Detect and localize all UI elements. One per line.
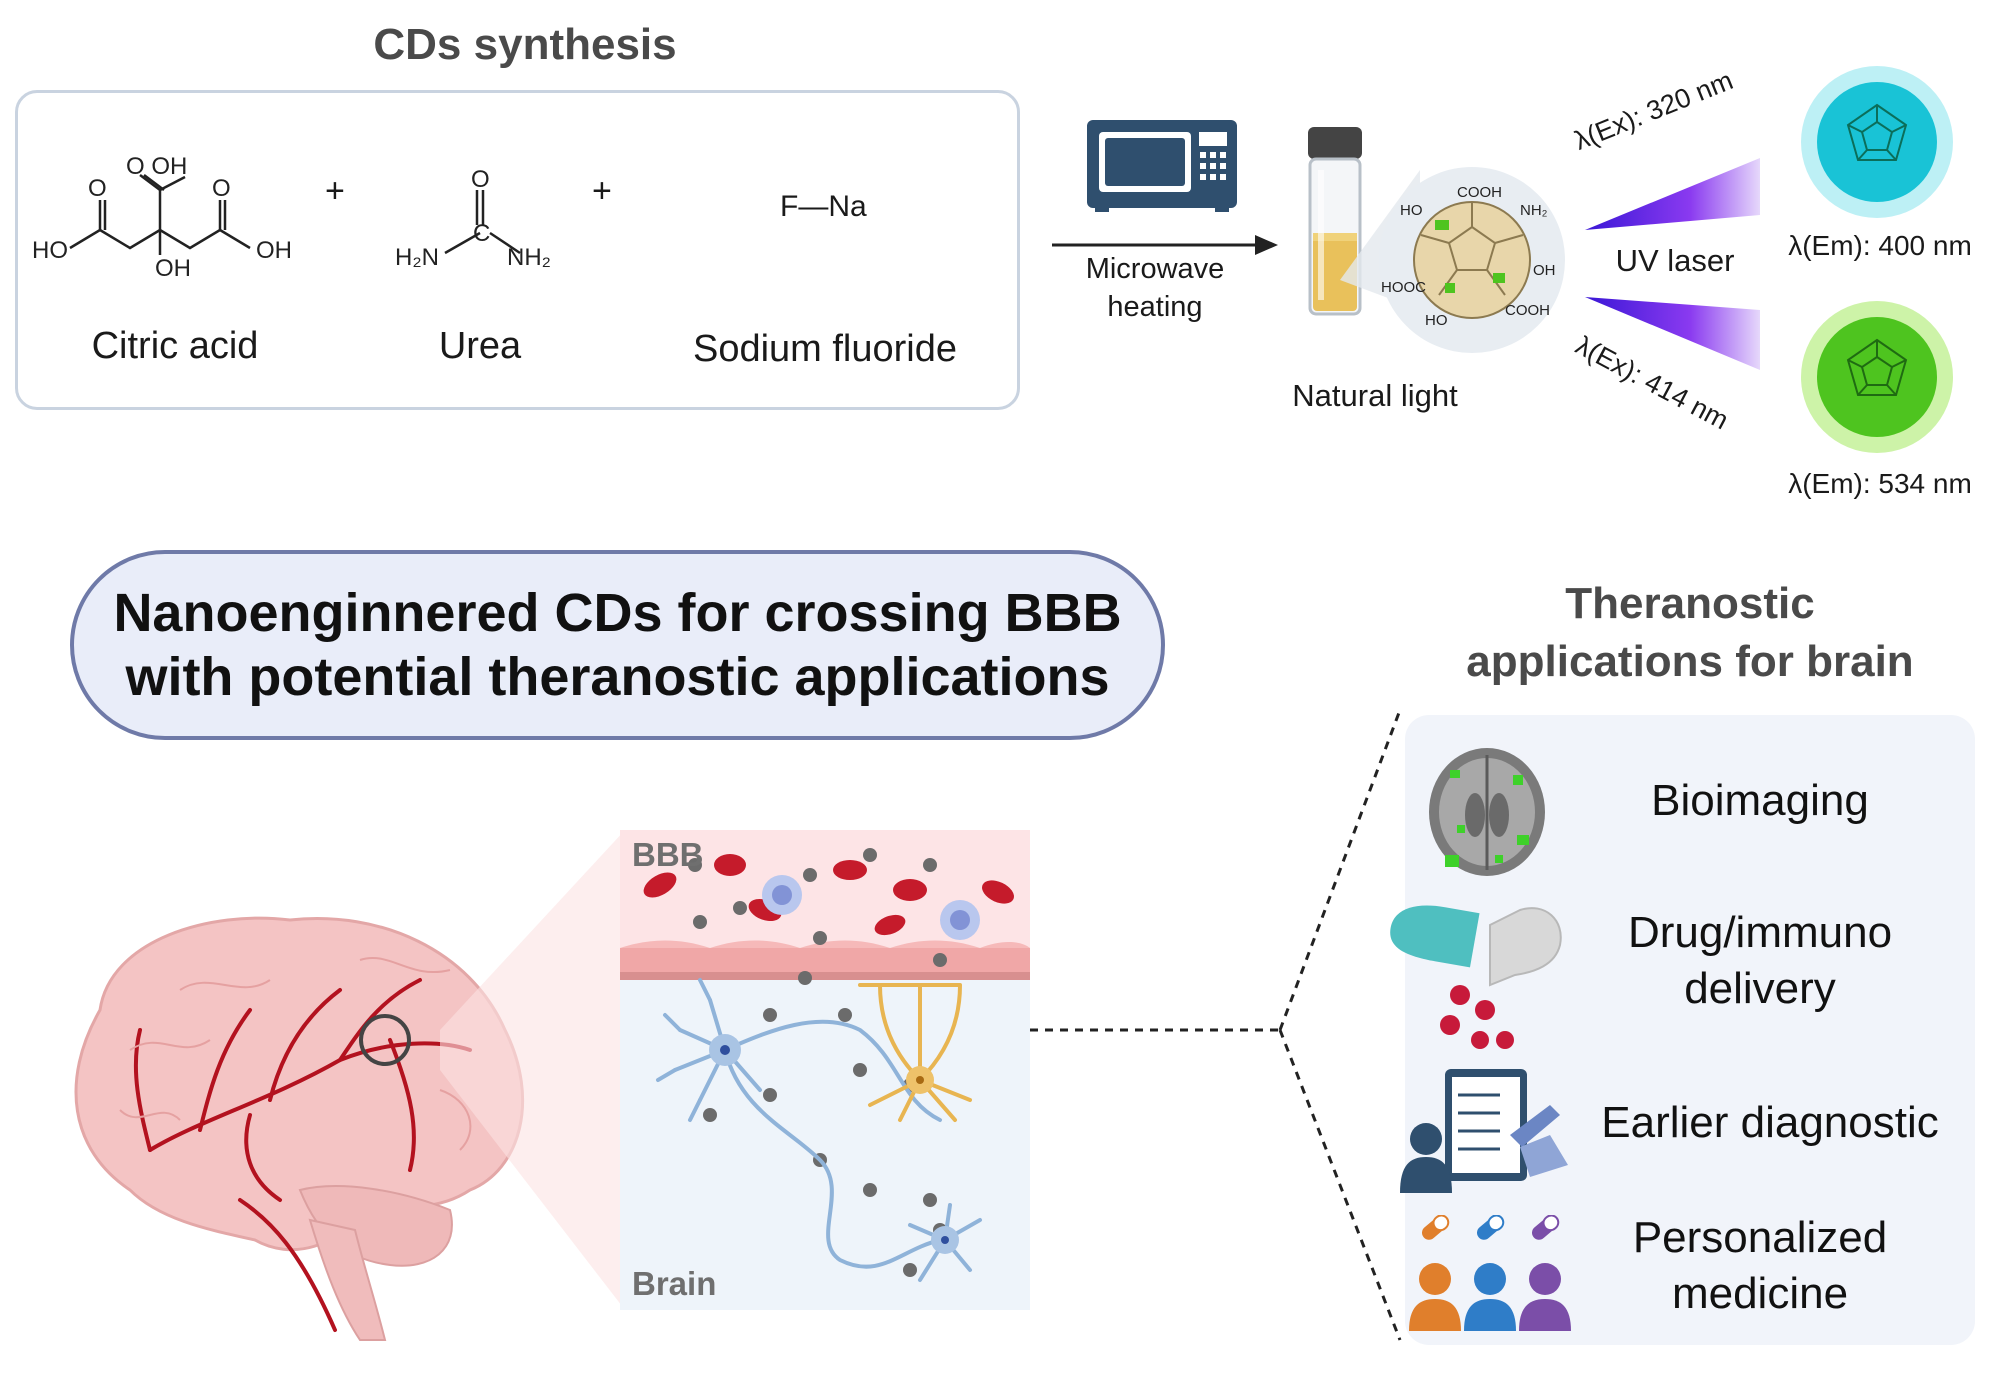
app-personalized-line1: Personalized bbox=[1632, 1213, 1888, 1262]
compound-citric-acid: Citric acid bbox=[91, 325, 259, 367]
people-pills-icon bbox=[1409, 1215, 1571, 1331]
theranostic-title-line2: applications for brain bbox=[1466, 637, 1914, 686]
citric-acid-structure: O OH O O HO OH OH bbox=[32, 153, 292, 282]
microwave-label-line1: Microwave bbox=[1085, 253, 1225, 285]
cd-group-7: HO bbox=[1425, 312, 1448, 329]
app-drug-delivery-line2: delivery bbox=[1684, 964, 1836, 1013]
urea-label-c: C bbox=[473, 220, 490, 247]
brain-label: Brain bbox=[632, 1265, 716, 1302]
app-drug-delivery: Drug/immuno delivery bbox=[1570, 905, 1950, 1017]
cd-group-1: COOH bbox=[1457, 184, 1502, 201]
zoom-cone bbox=[440, 830, 625, 1310]
app-earlier-diagnostic: Earlier diagnostic bbox=[1601, 1098, 1939, 1147]
plus-sign-1: + bbox=[325, 172, 345, 210]
theranostic-title: Theranostic applications for brain bbox=[1430, 575, 1950, 691]
urea-label-nh2: NH₂ bbox=[507, 244, 551, 271]
natural-light-label: Natural light bbox=[1292, 378, 1458, 413]
bbb-panel: BBB Brain bbox=[620, 830, 1030, 1310]
app-personalized-line2: medicine bbox=[1671, 1269, 1849, 1318]
urea-label-o: O bbox=[471, 166, 490, 193]
uv-laser-label: UV laser bbox=[1615, 243, 1735, 278]
urea-label-h2n: H₂N bbox=[395, 244, 439, 271]
sodium-fluoride-formula: F—Na bbox=[780, 190, 867, 223]
compound-sodium-fluoride: Sodium fluoride bbox=[692, 328, 958, 370]
microwave-label: Microwave heating bbox=[1055, 250, 1255, 326]
excitation-320: λ(Ex): 320 nm bbox=[1570, 65, 1738, 156]
compound-urea: Urea bbox=[438, 325, 522, 367]
process-arrow bbox=[1052, 235, 1278, 255]
headline-pill: Nanoenginnered CDs for crossing BBB with… bbox=[70, 550, 1165, 740]
citric-label-top: O OH bbox=[126, 153, 187, 180]
urea-structure: O C H₂N NH₂ bbox=[395, 166, 551, 271]
app-drug-delivery-line1: Drug/immuno bbox=[1627, 908, 1893, 957]
cd-group-2: HO bbox=[1400, 202, 1423, 219]
citric-label-ho: HO bbox=[32, 237, 68, 264]
citric-label-o-right: O bbox=[212, 175, 231, 202]
citric-label-oh-bottom: OH bbox=[155, 255, 191, 282]
cd-group-6: COOH bbox=[1505, 302, 1550, 319]
green-cd-icon bbox=[1801, 301, 1953, 453]
app-personalized-medicine: Personalized medicine bbox=[1570, 1210, 1950, 1322]
capsule-icon bbox=[1390, 905, 1562, 1049]
citric-label-o-left: O bbox=[88, 175, 107, 202]
plus-sign-2: + bbox=[592, 172, 612, 210]
cd-group-3: NH₂ bbox=[1520, 202, 1548, 219]
brain-scan-icon bbox=[1429, 748, 1545, 876]
carbon-dot-detail: COOH HO NH₂ OH HOOC COOH HO bbox=[1379, 167, 1565, 353]
brain-illustration bbox=[74, 916, 525, 1341]
dotted-connector bbox=[1030, 710, 1402, 1341]
emission-534: λ(Em): 534 nm bbox=[1788, 468, 1972, 499]
app-bioimaging: Bioimaging bbox=[1651, 776, 1869, 825]
theranostic-title-line1: Theranostic bbox=[1565, 579, 1815, 628]
cd-group-4: OH bbox=[1533, 262, 1556, 279]
headline-line2: with potential theranostic applications bbox=[125, 647, 1110, 707]
uv-beams bbox=[1585, 158, 1760, 370]
vial-icon bbox=[1308, 127, 1362, 316]
cyan-cd-icon bbox=[1801, 66, 1953, 218]
emission-400: λ(Em): 400 nm bbox=[1788, 230, 1972, 261]
clipboard-doctor-icon bbox=[1400, 1069, 1568, 1193]
microwave-label-line2: heating bbox=[1107, 291, 1203, 323]
bbb-label: BBB bbox=[632, 836, 704, 873]
microwave-icon bbox=[1087, 120, 1237, 212]
synthesis-title: CDs synthesis bbox=[373, 20, 677, 69]
cd-group-5: HOOC bbox=[1381, 279, 1426, 296]
citric-label-oh-right: OH bbox=[256, 237, 292, 264]
headline-line1: Nanoenginnered CDs for crossing BBB bbox=[113, 583, 1122, 643]
